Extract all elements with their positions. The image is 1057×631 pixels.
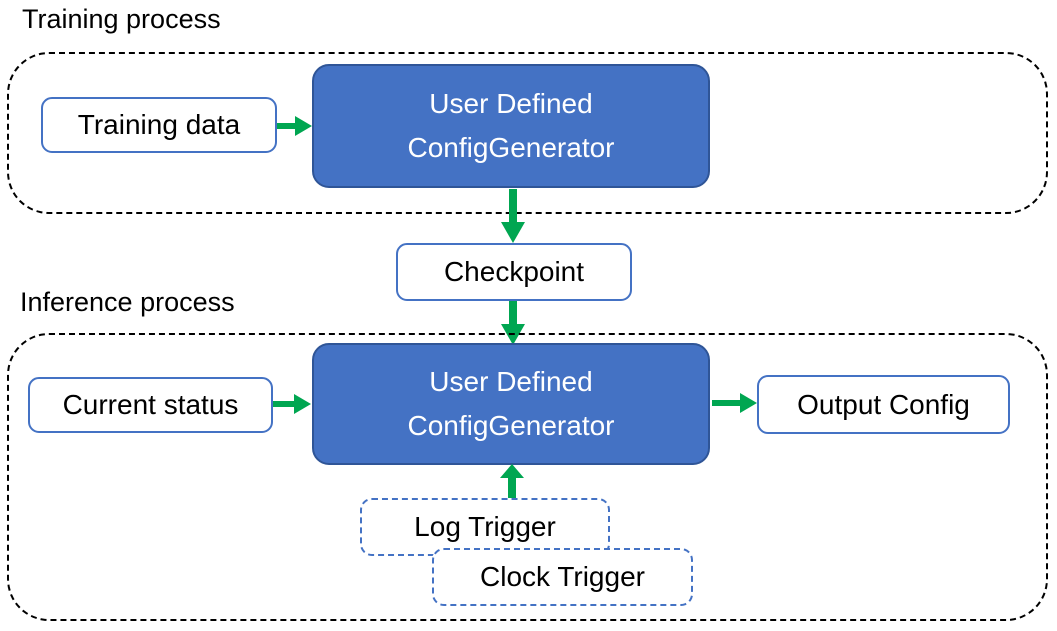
arrow-generator-to-output-config [712,390,757,416]
arrow-generator-to-checkpoint [499,189,527,243]
current-status-node: Current status [28,377,273,433]
inference-process-title: Inference process [20,287,235,317]
output-config-node: Output Config [757,375,1010,434]
training-process-title: Training process [22,4,221,34]
arrow-up-icon [500,464,524,498]
config-generator-training-line2: ConfigGenerator [407,132,615,163]
config-generator-training-line1: User Defined [429,88,593,119]
arrow-training-data-to-generator [277,113,312,139]
training-process-container [7,52,1048,214]
config-generator-inference-node: User Defined ConfigGenerator [312,343,710,465]
arrow-current-status-to-generator [273,391,311,417]
arrow-triggers-to-generator [498,464,526,498]
inference-process-container [7,333,1048,621]
training-data-node: Training data [41,97,277,153]
checkpoint-node: Checkpoint [396,243,632,301]
arrow-right-icon [273,394,311,414]
config-generator-inference-line1: User Defined [429,366,593,397]
clock-trigger-node: Clock Trigger [432,548,693,606]
arrow-down-icon [501,189,525,243]
arrow-right-icon [712,393,757,413]
config-generator-inference-line2: ConfigGenerator [407,410,615,441]
arrow-right-icon [277,116,312,136]
log-trigger-node: Log Trigger [360,498,610,556]
config-generator-training-node: User Defined ConfigGenerator [312,64,710,188]
